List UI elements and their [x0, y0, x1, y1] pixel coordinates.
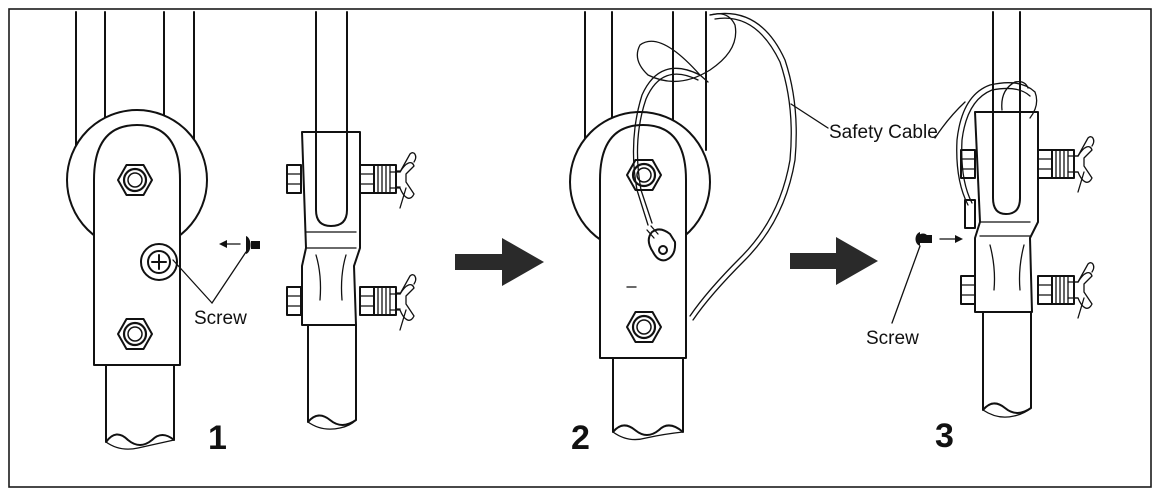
safety-cable-label: Safety Cable — [829, 122, 938, 143]
step-arrow-1 — [455, 238, 544, 286]
step1-number: 1 — [208, 419, 227, 457]
step1-side-view: 1 — [208, 11, 417, 457]
step1-screw-label: Screw — [194, 308, 247, 329]
step2-number: 2 — [571, 419, 590, 457]
step-arrow-2 — [790, 237, 878, 285]
diagram-frame — [8, 8, 1152, 488]
step3-number: 3 — [935, 417, 954, 455]
step3-screw-label: Screw — [866, 328, 919, 349]
step3-side-view: Screw 3 — [866, 11, 1095, 455]
step2-front-view: Safety Cable 2 — [569, 11, 938, 457]
step1-front-view: Screw — [66, 11, 260, 450]
